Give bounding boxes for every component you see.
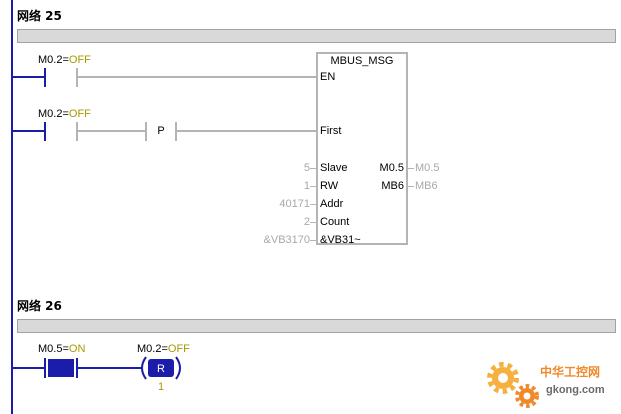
edge-label: P xyxy=(157,125,165,137)
param-dataptr-stub xyxy=(310,240,316,241)
rung3-normally-open-contact-closed[interactable] xyxy=(44,358,78,378)
param-rw-stub xyxy=(310,186,316,187)
pin-out-done: M0.5 xyxy=(379,162,404,174)
rung2-wire-to-first xyxy=(177,130,316,132)
left-power-rail xyxy=(11,0,13,414)
param-done-value[interactable]: M0.5 xyxy=(415,162,440,174)
rung2-wire-to-edge xyxy=(78,130,145,132)
network-26-title[interactable]: 网络 26 xyxy=(17,299,62,313)
contact-right-bar xyxy=(76,122,78,141)
contact-left-bar xyxy=(44,122,46,141)
operand-address: M0.2= xyxy=(38,54,69,66)
contact-right-bar xyxy=(76,358,78,378)
edge-right-bar xyxy=(175,122,177,141)
coil-body xyxy=(148,359,174,377)
operand-status: OFF xyxy=(167,343,190,355)
param-error-value[interactable]: MB6 xyxy=(415,180,438,192)
param-count-stub xyxy=(310,222,316,223)
param-rw-value[interactable]: 1 xyxy=(303,180,310,192)
rung1-powered-wire xyxy=(13,76,44,78)
network-25-title[interactable]: 网络 25 xyxy=(17,9,62,23)
rung1-contact-operand[interactable]: M0.2=OFF xyxy=(38,54,91,66)
operand-address: M0.2= xyxy=(137,343,168,355)
coil-right-paren xyxy=(175,356,181,380)
coil-type-label: R xyxy=(157,363,165,375)
large-gear xyxy=(487,362,519,394)
pin-dataptr: &VB31~ xyxy=(320,234,361,246)
rung1-normally-open-contact[interactable] xyxy=(44,68,78,87)
param-count-value[interactable]: 2 xyxy=(303,216,310,228)
rung2-contact-operand[interactable]: M0.2=OFF xyxy=(38,108,91,120)
watermark-site-name: 中华工控网 xyxy=(540,365,601,379)
network-25-comment-bar[interactable] xyxy=(17,29,616,43)
param-dataptr-value[interactable]: &VB3170 xyxy=(263,234,310,246)
pin-out-error: MB6 xyxy=(381,180,404,192)
watermark-domain: gkong.com xyxy=(546,384,605,396)
contact-left-bar xyxy=(44,358,46,378)
pin-rw: RW xyxy=(320,180,339,192)
contact-right-bar xyxy=(76,68,78,87)
edge-left-bar xyxy=(145,122,147,141)
pin-count: Count xyxy=(320,216,350,228)
operand-status: ON xyxy=(68,343,86,355)
operand-address: M0.2= xyxy=(38,108,69,120)
gkong-watermark: 中华工控网 gkong.com xyxy=(484,356,616,410)
rung1-wire-to-en xyxy=(78,76,316,78)
pin-first: First xyxy=(320,125,342,137)
reset-coil[interactable]: R xyxy=(138,356,186,380)
positive-transition-contact[interactable]: P xyxy=(145,122,177,141)
operand-status: OFF xyxy=(68,54,91,66)
mbus-msg-block[interactable] xyxy=(316,52,408,245)
pin-addr: Addr xyxy=(320,198,344,210)
param-addr-stub xyxy=(310,204,316,205)
small-gear xyxy=(515,384,539,408)
contact-left-bar xyxy=(44,68,46,87)
out-error-stub xyxy=(408,186,414,187)
pin-slave: Slave xyxy=(320,162,348,174)
param-slave-stub xyxy=(310,168,316,169)
param-addr-value[interactable]: 40171 xyxy=(279,198,310,210)
rung2-powered-wire xyxy=(13,130,44,132)
block-name: MBUS_MSG xyxy=(330,55,394,67)
operand-address: M0.5= xyxy=(38,343,69,355)
contact-closed-fill xyxy=(48,359,74,377)
pin-en: EN xyxy=(320,71,336,83)
network-26-comment-bar[interactable] xyxy=(17,319,616,333)
operand-status: OFF xyxy=(68,108,91,120)
rung3-powered-wire xyxy=(13,367,44,369)
coil-bit-count[interactable]: 1 xyxy=(158,381,165,393)
rung3-contact-operand[interactable]: M0.5=ON xyxy=(38,343,85,355)
out-done-stub xyxy=(408,168,414,169)
param-slave-value[interactable]: 5 xyxy=(303,162,310,174)
gear-icon xyxy=(487,362,539,408)
coil-operand[interactable]: M0.2=OFF xyxy=(137,343,190,355)
rung3-wire-to-coil xyxy=(78,367,142,369)
rung2-normally-open-contact[interactable] xyxy=(44,122,78,141)
coil-left-paren xyxy=(141,356,147,380)
